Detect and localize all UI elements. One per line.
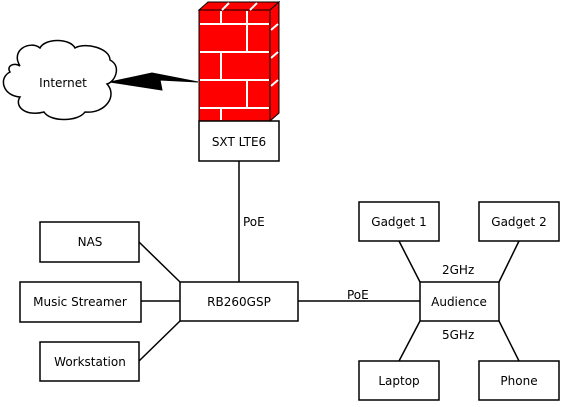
internet-node: Internet: [2, 39, 118, 121]
gadget2-node: Gadget 2: [478, 201, 560, 242]
audience-label: Audience: [431, 295, 487, 309]
workstation-node: Workstation: [39, 341, 140, 382]
internet-label: Internet: [39, 76, 87, 90]
gadget2-label: Gadget 2: [491, 215, 546, 229]
nas-label: NAS: [78, 235, 103, 249]
edge-label-5ghz: 5GHz: [442, 328, 474, 342]
lightning-bolt-icon: [109, 72, 199, 91]
edge-label-2ghz: 2GHz: [442, 263, 474, 277]
sxt-label: SXT LTE6: [212, 135, 266, 149]
music-streamer-node: Music Streamer: [19, 281, 142, 323]
audience-node: Audience: [419, 281, 500, 322]
connections: [138, 161, 520, 362]
edge-label-poe-horizontal: PoE: [347, 288, 369, 302]
edge-audience-laptop: [398, 320, 421, 362]
phone-node: Phone: [478, 360, 560, 401]
edge-nas-router: [138, 241, 181, 283]
router-node: RB260GSP: [179, 281, 299, 322]
nas-node: NAS: [39, 221, 140, 263]
edge-workstation-router: [138, 320, 181, 362]
router-label: RB260GSP: [207, 295, 271, 309]
laptop-node: Laptop: [358, 360, 440, 401]
gadget1-label: Gadget 1: [371, 215, 426, 229]
phone-label: Phone: [500, 374, 537, 388]
workstation-label: Workstation: [54, 355, 126, 369]
edge-label-poe-vertical: PoE: [243, 215, 265, 229]
cloud-icon: [2, 39, 118, 121]
sxt-node: SXT LTE6: [198, 120, 280, 162]
brick-wall-icon: [197, 0, 281, 123]
edge-audience-phone: [498, 320, 520, 362]
edge-gadget2-audience: [498, 240, 520, 283]
gadget1-node: Gadget 1: [358, 201, 440, 242]
laptop-label: Laptop: [378, 374, 419, 388]
edge-gadget1-audience: [398, 240, 421, 283]
music-streamer-label: Music Streamer: [33, 295, 127, 309]
